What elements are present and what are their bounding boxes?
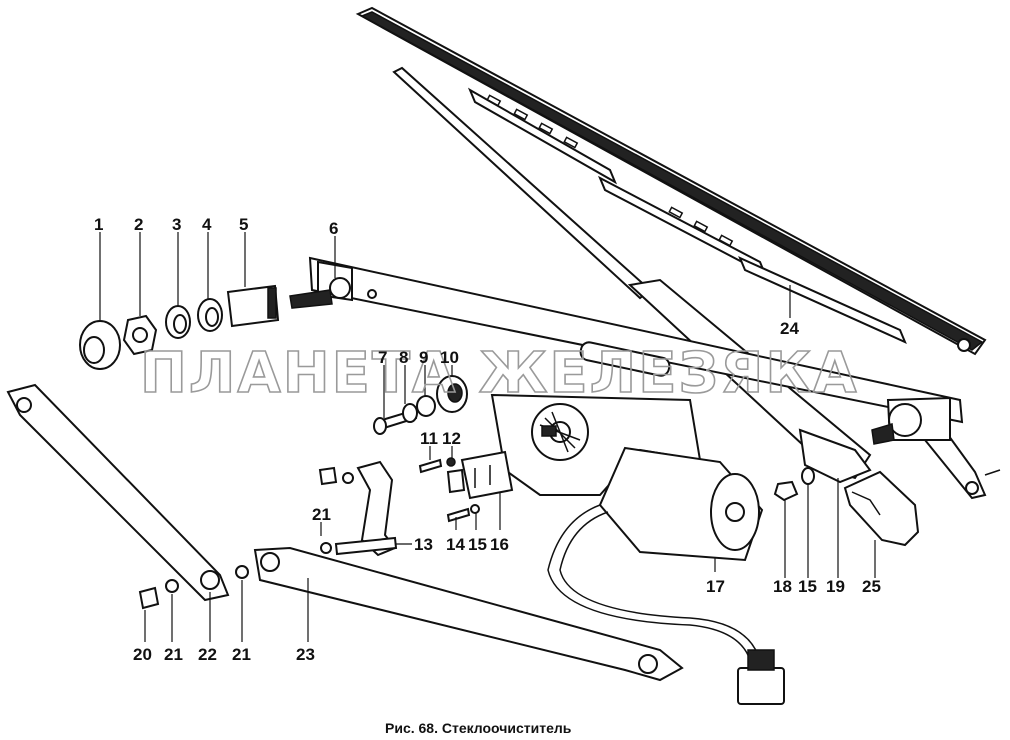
callout-11: 11 xyxy=(420,429,438,448)
callout-25: 25 xyxy=(862,577,881,596)
callout-21-b: 21 xyxy=(232,645,251,664)
callout-6: 6 xyxy=(329,219,338,238)
callout-24: 24 xyxy=(780,319,799,338)
callout-17: 17 xyxy=(706,577,725,596)
arm-cap xyxy=(843,470,920,547)
washer-4 xyxy=(197,298,223,332)
nut-cap-1 xyxy=(79,320,121,370)
callout-12: 12 xyxy=(442,429,461,448)
wiper-frame xyxy=(289,256,1001,500)
callout-15-b: 15 xyxy=(798,577,817,596)
callout-21: 21 xyxy=(164,645,183,664)
link-rod-22 xyxy=(6,383,249,610)
screw-11-12 xyxy=(418,457,456,474)
callout-2: 2 xyxy=(134,215,143,234)
callout-9: 9 xyxy=(419,348,428,367)
callout-16: 16 xyxy=(490,535,509,554)
wiper-motor xyxy=(547,446,785,705)
callout-10: 10 xyxy=(440,348,459,367)
screw-14-15 xyxy=(446,504,480,523)
leader-lines xyxy=(99,232,876,642)
crank-13 xyxy=(318,460,398,557)
hex-nut-2 xyxy=(122,314,158,356)
callout-14: 14 xyxy=(446,535,465,554)
callout-21-c: 21 xyxy=(312,505,331,524)
nut-18 xyxy=(773,480,799,502)
callout-4: 4 xyxy=(202,215,212,234)
callout-8: 8 xyxy=(399,348,408,367)
washer-15 xyxy=(801,467,815,485)
watermark: ПЛАНЕТА ЖЕЛЕЗЯКА xyxy=(140,341,858,406)
link-rod-23 xyxy=(253,546,684,682)
callout-labels: 1 2 3 4 5 6 7 8 9 10 11 12 13 14 15 16 1… xyxy=(94,215,881,664)
callout-19: 19 xyxy=(826,577,845,596)
callout-20: 20 xyxy=(133,645,152,664)
callout-1: 1 xyxy=(94,215,103,234)
callout-5: 5 xyxy=(239,215,248,234)
callout-23: 23 xyxy=(296,645,315,664)
callout-22: 22 xyxy=(198,645,217,664)
figure-caption: Рис. 68. Стеклоочиститель xyxy=(385,720,572,736)
callout-13: 13 xyxy=(414,535,433,554)
bolt-7-10 xyxy=(373,375,468,435)
wiper-blade xyxy=(355,6,987,356)
callout-15: 15 xyxy=(468,535,487,554)
callout-18: 18 xyxy=(773,577,792,596)
connector-16 xyxy=(446,450,514,500)
bushing-5 xyxy=(226,284,280,328)
callout-3: 3 xyxy=(172,215,181,234)
callout-7: 7 xyxy=(378,348,387,367)
washer-3 xyxy=(165,305,191,339)
